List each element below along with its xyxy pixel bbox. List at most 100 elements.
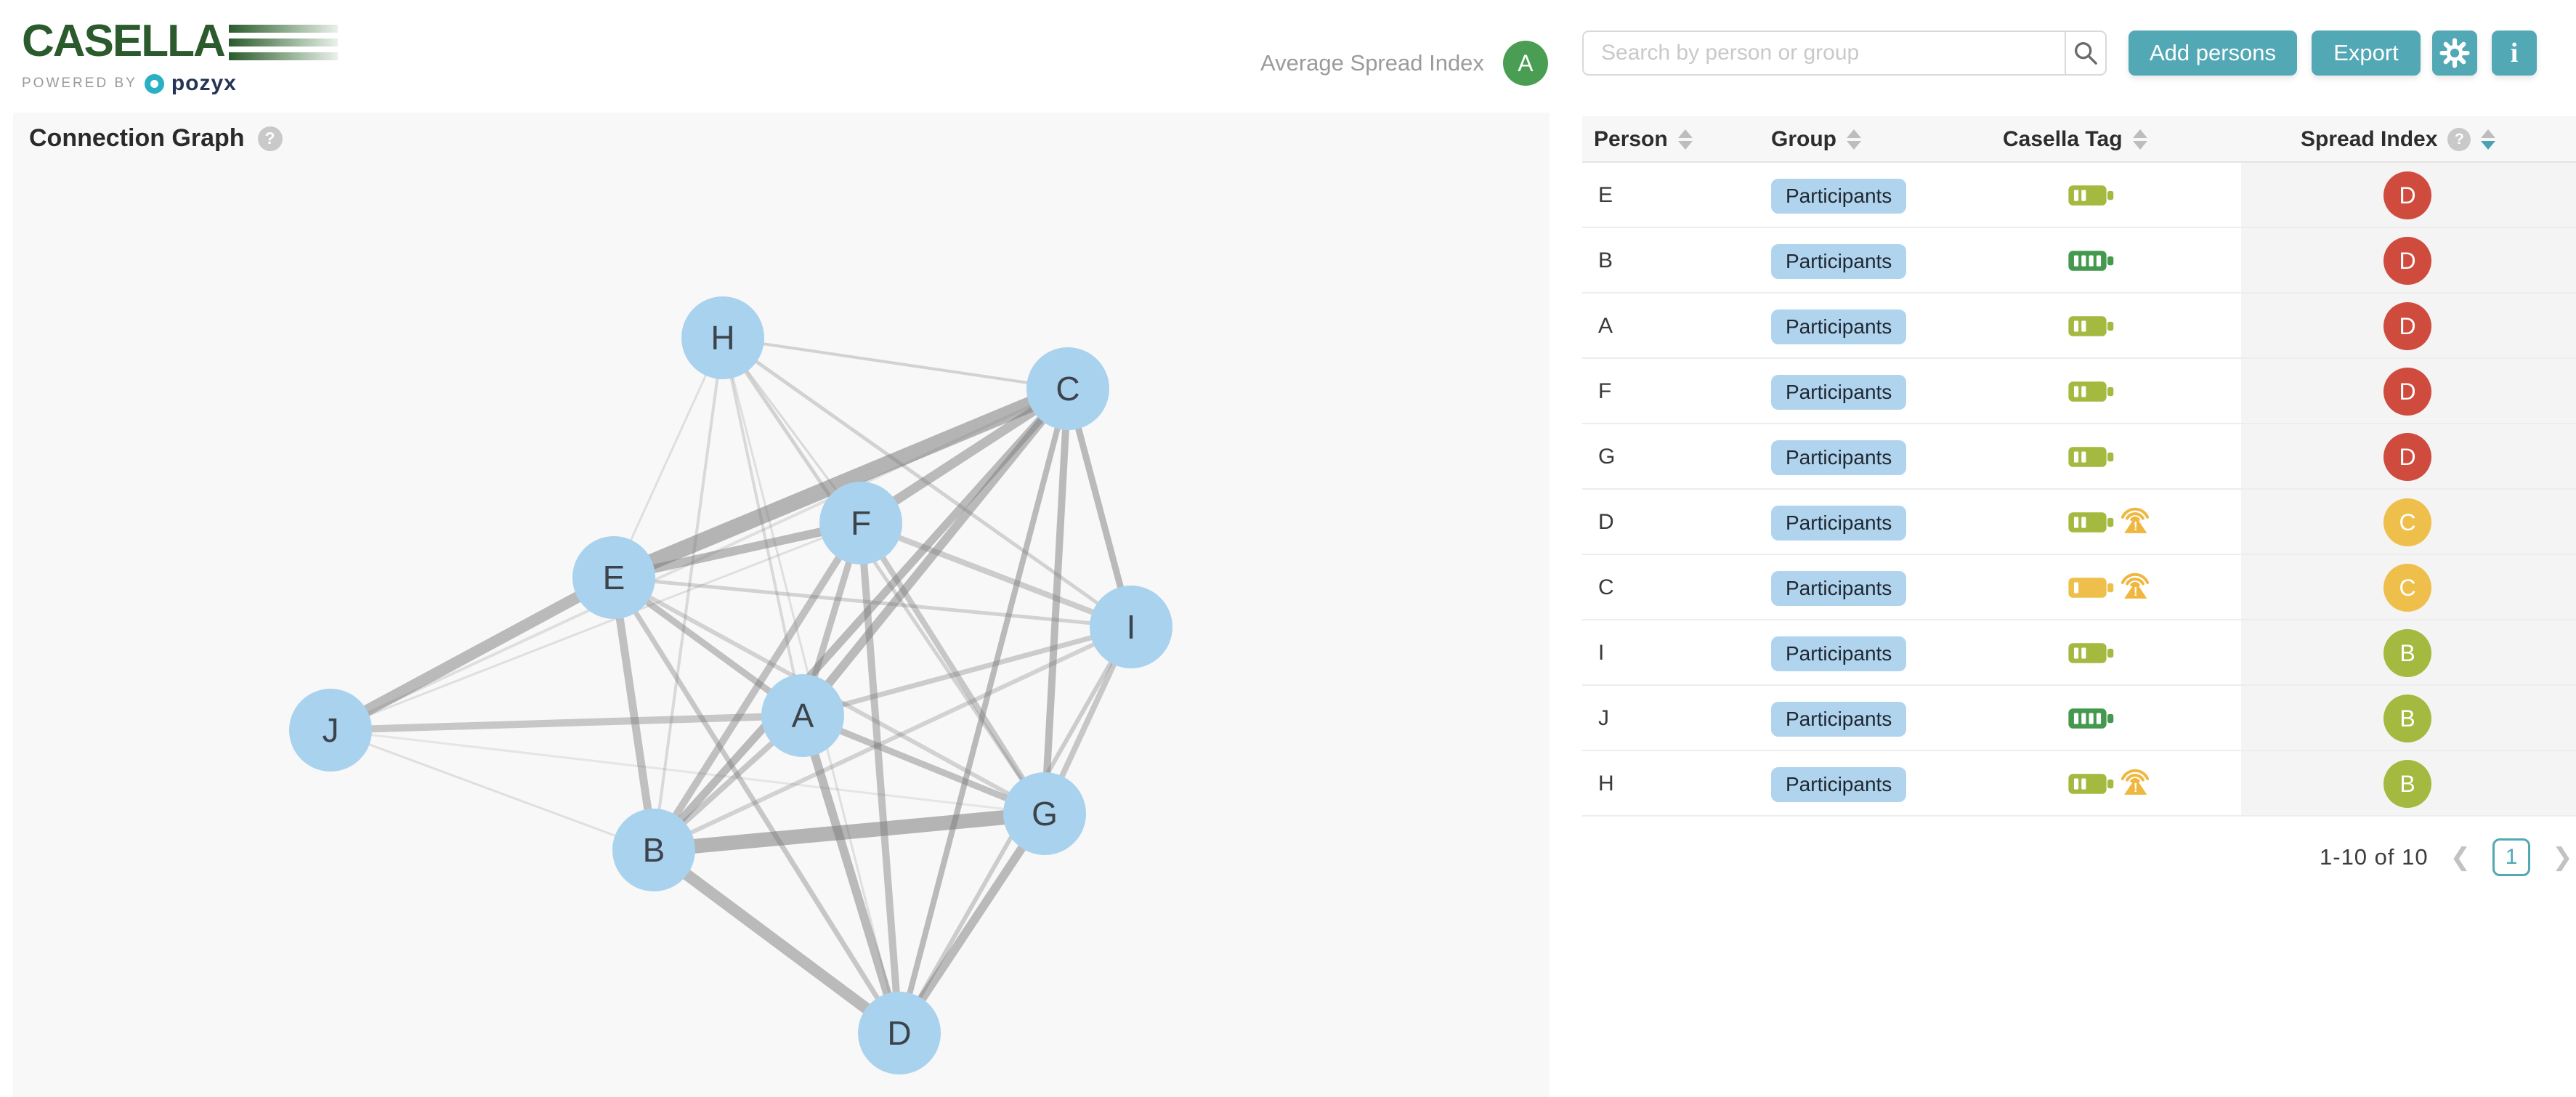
search-input[interactable] bbox=[1584, 32, 2065, 74]
person-cell: G bbox=[1598, 445, 1616, 469]
info-icon: i bbox=[2510, 38, 2519, 68]
graph-node-H[interactable] bbox=[681, 296, 764, 379]
graph-edge-A-G bbox=[801, 712, 1046, 817]
spread-index-badge: B bbox=[2383, 629, 2431, 677]
powered-by-label: POWERED BY bbox=[22, 76, 137, 91]
casella-tag-cell bbox=[2067, 424, 2198, 490]
graph-edge-F-D bbox=[857, 522, 903, 1034]
person-cell: F bbox=[1598, 379, 1612, 403]
graph-node-D[interactable] bbox=[858, 992, 941, 1074]
pagination-prev-icon[interactable]: ❮ bbox=[2450, 843, 2471, 871]
export-button[interactable]: Export bbox=[2312, 31, 2421, 76]
table-row-H[interactable]: H Participants ! B bbox=[1582, 751, 2576, 817]
svg-text:!: ! bbox=[2134, 780, 2138, 795]
battery-icon bbox=[2068, 708, 2114, 729]
settings-button[interactable] bbox=[2432, 31, 2477, 76]
graph-edge-F-G bbox=[858, 521, 1048, 816]
graph-node-B[interactable] bbox=[612, 809, 695, 891]
column-header-group[interactable]: Group bbox=[1771, 116, 1861, 163]
graph-node-G[interactable] bbox=[1003, 772, 1086, 855]
battery-icon bbox=[2068, 251, 2114, 271]
connection-graph-help-icon[interactable]: ? bbox=[257, 126, 283, 151]
graph-edge-H-C bbox=[722, 336, 1069, 390]
pozyx-pin-icon bbox=[144, 73, 164, 94]
graph-edge-A-J bbox=[330, 712, 803, 734]
graph-edge-B-D bbox=[650, 845, 903, 1038]
pagination-page-1[interactable]: 1 bbox=[2492, 838, 2531, 876]
person-cell: D bbox=[1598, 510, 1614, 534]
info-button[interactable]: i bbox=[2492, 31, 2537, 76]
logo-stripes-icon bbox=[228, 25, 338, 60]
graph-edge-E-I bbox=[613, 575, 1132, 629]
person-cell: A bbox=[1598, 314, 1613, 338]
graph-edge-A-I bbox=[802, 624, 1132, 718]
battery-icon bbox=[2068, 381, 2114, 402]
average-spread-index-label: Average Spread Index bbox=[1260, 50, 1484, 76]
column-header-casella-tag[interactable]: Casella Tag bbox=[2003, 116, 2147, 163]
graph-node-A[interactable] bbox=[761, 674, 844, 757]
spread-index-badge: D bbox=[2383, 237, 2431, 285]
sort-icon bbox=[1847, 129, 1861, 150]
graph-node-I[interactable] bbox=[1090, 586, 1172, 668]
battery-icon bbox=[2068, 512, 2114, 533]
column-header-person[interactable]: Person bbox=[1594, 116, 1693, 163]
sort-icon bbox=[2481, 129, 2496, 150]
column-header-spread-index[interactable]: Spread Index? bbox=[2301, 116, 2496, 163]
svg-text:!: ! bbox=[2134, 519, 2138, 533]
graph-edge-E-J bbox=[328, 572, 617, 736]
graph-edge-E-C bbox=[610, 381, 1072, 586]
search-button[interactable] bbox=[2065, 32, 2105, 74]
graph-node-F[interactable] bbox=[819, 482, 902, 564]
pagination-next-icon[interactable]: ❯ bbox=[2552, 843, 2573, 871]
search-icon bbox=[2075, 42, 2097, 65]
graph-node-C[interactable] bbox=[1026, 347, 1109, 430]
graph-node-J[interactable] bbox=[289, 689, 372, 772]
add-persons-button[interactable]: Add persons bbox=[2129, 31, 2297, 76]
graph-node-label-I: I bbox=[1127, 608, 1136, 646]
group-badge: Participants bbox=[1771, 309, 1907, 344]
group-badge: Participants bbox=[1771, 636, 1907, 671]
graph-edge-G-J bbox=[330, 729, 1045, 815]
search-bar bbox=[1582, 31, 2107, 76]
graph-edge-E-B bbox=[609, 577, 658, 851]
graph-edge-E-D bbox=[612, 576, 902, 1035]
person-cell: H bbox=[1598, 772, 1614, 796]
spread-index-help-icon[interactable]: ? bbox=[2447, 128, 2471, 151]
graph-edge-H-I bbox=[721, 336, 1133, 629]
graph-edge-B-I bbox=[652, 625, 1133, 852]
brand-wordmark: CASELLA bbox=[22, 16, 226, 66]
graph-edge-H-B bbox=[652, 337, 724, 851]
group-badge: Participants bbox=[1771, 767, 1907, 802]
table-row-A[interactable]: A Participants D bbox=[1582, 294, 2576, 359]
group-badge: Participants bbox=[1771, 179, 1907, 214]
table-header-row: Person Group Casella Tag Spread Index? bbox=[1582, 116, 2576, 163]
spread-index-badge: B bbox=[2383, 760, 2431, 808]
average-spread-index: Average Spread Index A bbox=[1260, 41, 1548, 86]
graph-node-label-J: J bbox=[323, 711, 339, 749]
graph-node-label-B: B bbox=[643, 831, 665, 869]
group-badge: Participants bbox=[1771, 440, 1907, 475]
battery-icon bbox=[2068, 578, 2114, 598]
spread-index-badge: D bbox=[2383, 302, 2431, 350]
average-spread-index-badge: A bbox=[1502, 41, 1548, 86]
graph-node-label-F: F bbox=[851, 504, 871, 542]
graph-node-E[interactable] bbox=[572, 536, 655, 619]
group-badge: Participants bbox=[1771, 244, 1907, 279]
battery-icon bbox=[2068, 185, 2114, 206]
graph-edge-A-D bbox=[798, 714, 904, 1035]
connection-graph-title: Connection Graph bbox=[29, 124, 245, 152]
column-header-label: Spread Index bbox=[2301, 127, 2438, 151]
casella-tag-cell bbox=[2067, 163, 2198, 228]
